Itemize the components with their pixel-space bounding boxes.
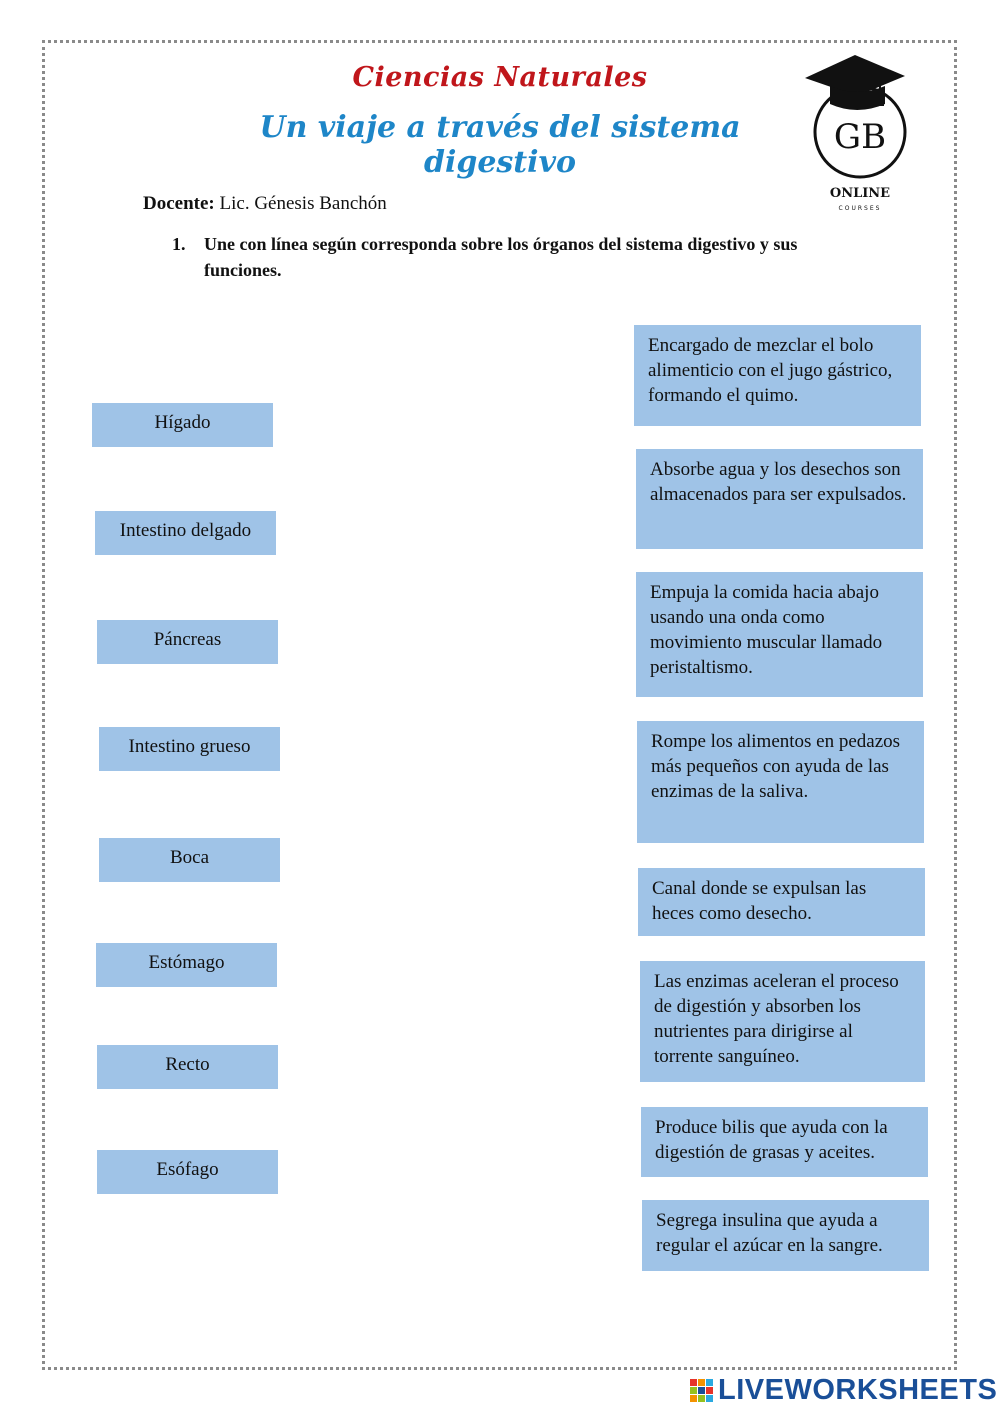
teacher-line: Docente: Lic. Génesis Banchón	[143, 193, 387, 215]
logo-letters: GB	[834, 117, 886, 157]
subject-title: Ciencias Naturales	[352, 62, 648, 93]
worksheet-title: Un viaje a través del sistema digestivo	[259, 110, 741, 180]
function-box-1[interactable]: Encargado de mezclar el bolo alimenticio…	[634, 325, 921, 426]
function-box-5[interactable]: Canal donde se expulsan las heces como d…	[638, 868, 925, 936]
instruction-number: 1.	[172, 234, 186, 254]
organ-box-boca[interactable]: Boca	[99, 838, 280, 882]
organ-box-recto[interactable]: Recto	[97, 1045, 278, 1089]
teacher-name: Lic. Génesis Banchón	[219, 193, 387, 214]
organ-box-higado[interactable]: Hígado	[92, 403, 273, 447]
organ-box-pancreas[interactable]: Páncreas	[97, 620, 278, 664]
teacher-label: Docente:	[143, 193, 215, 214]
function-box-6[interactable]: Las enzimas aceleran el proceso de diges…	[640, 961, 925, 1082]
brand-name: LIVEWORKSHEETS	[718, 1374, 998, 1406]
function-box-3[interactable]: Empuja la comida hacia abajo usando una …	[636, 572, 923, 697]
organ-box-esofago[interactable]: Esófago	[97, 1150, 278, 1194]
organ-box-estomago[interactable]: Estómago	[96, 943, 277, 987]
organ-box-intestino-delgado[interactable]: Intestino delgado	[95, 511, 276, 555]
function-box-2[interactable]: Absorbe agua y los desechos son almacena…	[636, 449, 923, 549]
instruction-text: Une con línea según corresponda sobre lo…	[204, 234, 798, 280]
function-box-7[interactable]: Produce bilis que ayuda con la digestión…	[641, 1107, 928, 1177]
liveworksheets-logo-icon	[690, 1379, 713, 1402]
liveworksheets-brand: LIVEWORKSHEETS	[690, 1373, 997, 1407]
function-box-8[interactable]: Segrega insulina que ayuda a regular el …	[642, 1200, 929, 1271]
function-box-4[interactable]: Rompe los alimentos en pedazos más peque…	[637, 721, 924, 843]
organ-box-intestino-grueso[interactable]: Intestino grueso	[99, 727, 280, 771]
logo-line1: ONLINE	[830, 186, 890, 201]
gb-online-courses-logo-icon: GB ONLINE COURSES	[805, 55, 907, 212]
logo-line2: COURSES	[839, 205, 882, 212]
page-border	[42, 40, 957, 1370]
